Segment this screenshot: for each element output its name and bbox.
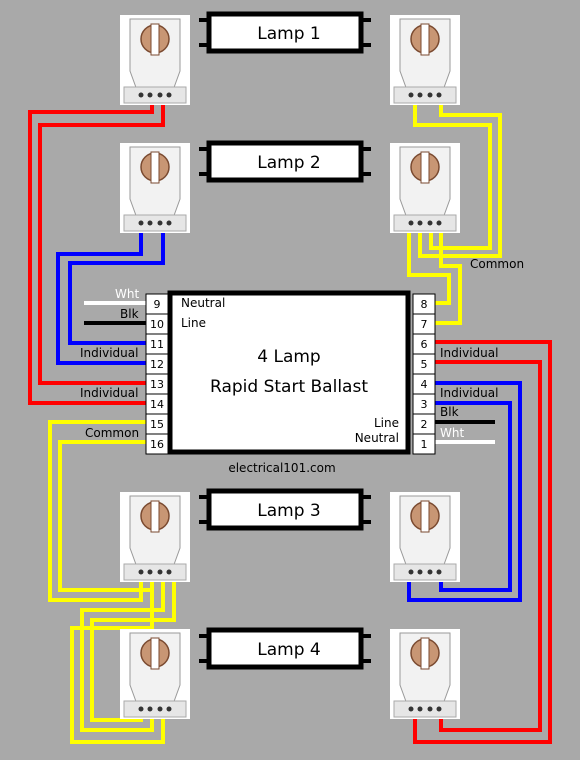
- lamp-4: Lamp 4: [119, 628, 461, 720]
- lamp-2-left-holder: [119, 142, 191, 234]
- right-terminal-label-6: 6: [421, 338, 428, 351]
- left-terminal-label-14: 14: [150, 398, 164, 411]
- label-individual-left-2: Individual: [80, 386, 138, 400]
- right-terminal-strip: 8 7 6 5 4 3 2 1: [412, 293, 436, 455]
- lamp-4-right-holder: [389, 628, 461, 720]
- lamp-1-label: Lamp 1: [257, 24, 320, 44]
- wire-yellow-lamp1-lamp2-a: [413, 100, 492, 250]
- ballast-neutral-right: Neutral: [355, 431, 399, 445]
- ballast-line-right: Line: [374, 416, 399, 430]
- wire-labels: Wht Blk Individual Individual Common Com…: [80, 257, 524, 475]
- label-individual-right-2: Individual: [440, 386, 498, 400]
- right-terminal-label-7: 7: [421, 318, 428, 331]
- lamp-4-label: Lamp 4: [257, 640, 320, 660]
- wire-yellow-to-pin15: [48, 420, 146, 602]
- label-blk-left: Blk: [120, 307, 139, 321]
- lamp-3-right-holder: [389, 491, 461, 583]
- lamp-2: Lamp 2: [119, 142, 461, 234]
- wire-blue-left-outer: [56, 230, 146, 365]
- wire-yellow-to-pin8: [407, 230, 451, 305]
- label-common-right: Common: [470, 257, 524, 271]
- label-wht-left: Wht: [115, 287, 139, 301]
- wire-yellow-lamp3-lamp4-a: [80, 580, 165, 732]
- right-terminal-label-4: 4: [421, 378, 428, 391]
- wire-yellow-lamp3-lamp4-c: [70, 580, 165, 744]
- right-terminal-label-2: 2: [421, 418, 428, 431]
- ballast: 9 10 11 12 13 14 15 16 8 7 6 5 4 3 2 1 Neutral Line 4 …: [145, 290, 436, 455]
- lamp-1-left-holder: [119, 14, 191, 106]
- left-terminal-label-15: 15: [150, 418, 164, 431]
- ballast-title-line1: 4 Lamp: [257, 347, 320, 367]
- left-terminal-label-9: 9: [154, 298, 161, 311]
- wire-yellow-to-pin7: [435, 230, 462, 325]
- label-individual-right-1: Individual: [440, 346, 498, 360]
- wire-yellow-lamp1-lamp2-b: [418, 100, 502, 258]
- wire-blue-right-inner: [435, 401, 512, 592]
- right-terminal-label-5: 5: [421, 358, 428, 371]
- wire-red-left-outer: [28, 100, 154, 405]
- right-terminal-label-8: 8: [421, 298, 428, 311]
- ballast-title-line2: Rapid Start Ballast: [210, 377, 368, 397]
- left-terminal-label-16: 16: [150, 438, 164, 451]
- lamp-3: Lamp 3: [119, 491, 461, 583]
- lamp-2-label: Lamp 2: [257, 153, 320, 173]
- lamp-3-label: Lamp 3: [257, 501, 320, 521]
- wire-red-right-outer: [413, 340, 552, 744]
- wire-blue-left-inner: [68, 230, 165, 345]
- left-terminal-strip: 9 10 11 12 13 14 15 16: [145, 293, 169, 455]
- lamp-1: Lamp 1: [119, 14, 461, 106]
- ballast-neutral-left: Neutral: [181, 296, 225, 310]
- lamp-1-right-holder: [389, 14, 461, 106]
- ballast-line-left: Line: [181, 316, 206, 330]
- label-common-left: Common: [85, 426, 139, 440]
- right-terminal-label-3: 3: [421, 398, 428, 411]
- right-terminal-label-1: 1: [421, 438, 428, 451]
- label-blk-right: Blk: [440, 405, 459, 419]
- website-label: electrical101.com: [228, 461, 335, 475]
- left-terminal-label-10: 10: [150, 318, 164, 331]
- label-individual-left-1: Individual: [80, 346, 138, 360]
- lamp-2-right-holder: [389, 142, 461, 234]
- wire-blue-right-outer: [407, 381, 522, 602]
- lamp-3-left-holder: [119, 491, 191, 583]
- wire-group: [28, 100, 552, 744]
- left-terminal-label-12: 12: [150, 358, 164, 371]
- label-wht-right: Wht: [440, 426, 464, 440]
- right-terminal-1: [412, 433, 436, 455]
- wire-yellow-lamp3-lamp4-b: [90, 580, 176, 722]
- left-terminal-label-13: 13: [150, 378, 164, 391]
- wire-red-left-inner: [38, 100, 165, 385]
- lamp-4-left-holder: [119, 628, 191, 720]
- ballast-box: [167, 290, 411, 455]
- wire-red-right-inner: [435, 360, 542, 732]
- left-terminal-label-11: 11: [150, 338, 164, 351]
